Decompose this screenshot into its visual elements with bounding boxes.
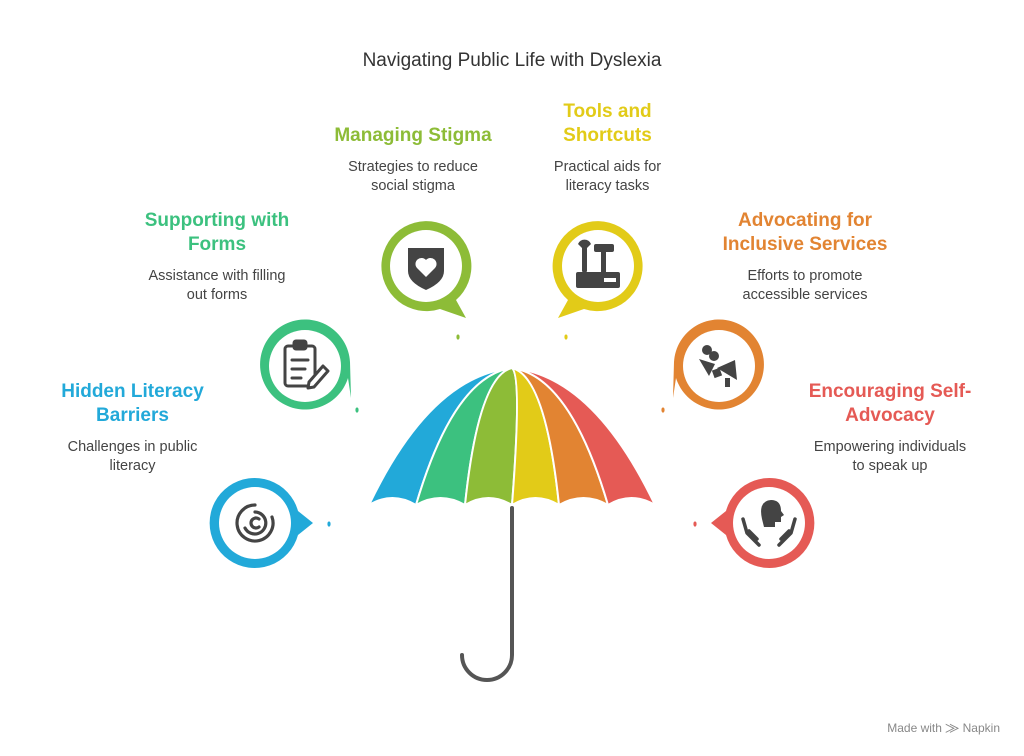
desc-line: Challenges in public: [67, 439, 198, 455]
item-description: Efforts to promote accessible services: [700, 267, 910, 305]
maze-icon: [235, 503, 275, 543]
droplet: [456, 334, 460, 340]
desc-line: social stigma: [371, 178, 455, 194]
helping-hands-icon: [741, 500, 797, 547]
desc-line: Strategies to reduce: [348, 159, 478, 175]
desc-line: literacy tasks: [565, 178, 650, 194]
clipboard-icon: [283, 339, 330, 390]
heading-line: Forms: [187, 234, 247, 255]
badge-encouraging-self-advocacy: [711, 478, 815, 568]
droplet: [327, 521, 331, 527]
badge-advocating-for-inclusive-services: [673, 319, 764, 410]
item-encouraging-self-advocacy: Encouraging Self- Advocacy Empowering ind…: [790, 380, 990, 476]
heading-line: Hidden Literacy: [61, 381, 204, 402]
heading-line: Managing Stigma: [334, 125, 492, 146]
desc-line: out forms: [186, 287, 248, 303]
droplet: [661, 407, 665, 413]
desc-line: Empowering individuals: [813, 439, 967, 455]
droplet: [693, 521, 697, 527]
heading-line: Tools and: [563, 101, 652, 122]
footer-prefix: Made with: [887, 721, 942, 735]
item-description: Assistance with filling out forms: [122, 267, 312, 305]
napkin-logo-icon: ⨠: [945, 721, 960, 735]
umbrella-canopy: [366, 366, 658, 508]
badge-managing-stigma: [381, 221, 472, 318]
droplet: [564, 334, 568, 340]
heading-line: Advocating for: [737, 210, 873, 231]
heading-line: Encouraging Self-: [808, 381, 972, 402]
badge-supporting-with-forms: [260, 319, 351, 410]
item-description: Strategies to reduce social stigma: [318, 158, 508, 196]
desc-line: accessible services: [742, 287, 868, 303]
toolbox-icon: [576, 239, 620, 288]
shield-heart-icon: [408, 248, 444, 290]
badge-tools-and-shortcuts: [552, 221, 643, 318]
heading-line: Inclusive Services: [722, 234, 888, 255]
heading-line: Supporting with: [144, 210, 290, 231]
diagram-title: Navigating Public Life with Dyslexia: [362, 50, 662, 71]
heading-line: Advocacy: [845, 405, 935, 426]
badge-hidden-literacy-barriers: [209, 478, 313, 568]
item-description: Empowering individuals to speak up: [790, 438, 990, 476]
umbrella-handle: [460, 506, 514, 682]
megaphone-icon: [699, 345, 737, 387]
item-heading: Encouraging Self- Advocacy: [790, 380, 990, 428]
desc-line: to speak up: [852, 458, 928, 474]
item-description: Challenges in public literacy: [40, 438, 225, 476]
item-managing-stigma: Managing Stigma Strategies to reduce soci…: [318, 124, 508, 196]
footer-brand: Napkin: [962, 721, 1000, 735]
desc-line: literacy: [109, 458, 156, 474]
desc-line: Assistance with filling: [148, 268, 286, 284]
made-with-footer: Made with ⨠ Napkin: [887, 721, 1000, 736]
desc-line: Practical aids for: [553, 159, 662, 175]
item-description: Practical aids for literacy tasks: [515, 158, 700, 196]
droplet-accents: [327, 334, 697, 527]
heading-line: Barriers: [96, 405, 169, 426]
droplet: [355, 407, 359, 413]
wedge-red: [511, 367, 658, 508]
item-heading: Managing Stigma: [318, 124, 508, 148]
heading-line: Shortcuts: [563, 125, 652, 146]
desc-line: Efforts to promote: [747, 268, 863, 284]
